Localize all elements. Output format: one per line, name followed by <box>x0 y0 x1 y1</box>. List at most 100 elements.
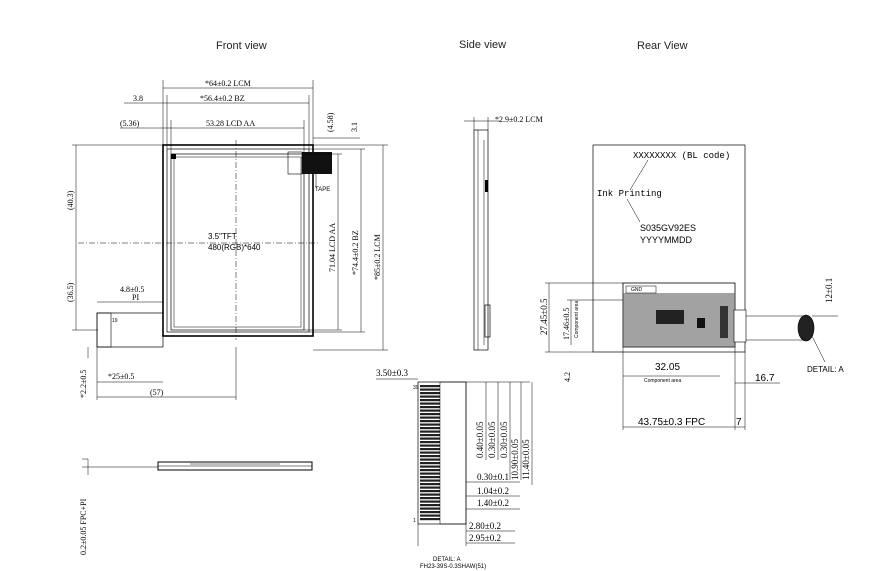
bezel-width-dim: *56.4±0.2 BZ <box>200 94 245 103</box>
connector-pin <box>420 462 440 465</box>
pi-label: PI <box>132 293 139 302</box>
connector-pin <box>420 413 440 416</box>
connector-pin <box>420 430 440 433</box>
side-thickness-dim: *2.9±0.2 LCM <box>495 115 543 124</box>
connector-pin <box>420 409 440 412</box>
pi-dim: 4.8±0.5 <box>120 285 144 294</box>
connector-pin <box>420 395 440 398</box>
connector-pin <box>420 500 440 503</box>
connector-pin <box>420 514 440 517</box>
tape-label: TAPE <box>315 187 330 193</box>
gnd-label: GND <box>631 287 643 293</box>
dim-167: 16.7 <box>755 373 775 384</box>
detail-a-label: DETAIL: A <box>807 365 844 374</box>
connector-pin <box>420 420 440 423</box>
connector-pin <box>420 406 440 409</box>
side-view-title: Side view <box>459 39 506 51</box>
connector-pin <box>420 472 440 475</box>
connector-pin <box>420 493 440 496</box>
lcm-height-dim: *85±0.2 LCM <box>373 234 382 280</box>
fpc-width-dim: *25±0.5 <box>108 372 134 381</box>
lower-left-dim: (36.5) <box>66 282 75 302</box>
fpc-offset-dim: *2.2±0.5 <box>79 370 88 398</box>
lcm-width-dim: *64±0.2 LCM <box>205 79 251 88</box>
front-view: TAPE 3.5"TFT 480(RGB)*640 *64±0.2 LCM 3.… <box>66 79 388 555</box>
upper-left-dim: (40.3) <box>66 190 75 210</box>
connector-pin <box>420 451 440 454</box>
connector-pin <box>420 434 440 437</box>
connector-pin <box>420 399 440 402</box>
bezel-outline <box>166 148 310 333</box>
connector-pin <box>420 437 440 440</box>
detail-1140: 11.40±0.05 <box>521 439 531 480</box>
connector-pin <box>420 504 440 507</box>
date-label: YYYYMMDD <box>640 235 693 245</box>
comp-height-dim: 27.45±0.5 <box>539 298 549 335</box>
fpc-length-dim: 43.75±0.3 FPC <box>638 417 705 428</box>
connector-pin <box>420 497 440 500</box>
connector-pin <box>420 458 440 461</box>
aa-width-dim: 53.28 LCD AA <box>206 119 255 128</box>
aa-offset-dim: (5.36) <box>120 119 140 128</box>
rear-view-title: Rear View <box>637 40 688 52</box>
bezel-height-dim: *74.4±0.2 BZ <box>351 230 360 275</box>
dim-42: 4.2 <box>563 372 572 382</box>
connector-pin <box>420 490 440 493</box>
connector-pin <box>420 483 440 486</box>
tape-block <box>302 152 332 174</box>
rear-outline <box>592 144 746 353</box>
active-area-outline <box>170 153 305 331</box>
aa-height-dim: 71.04 LCD AA <box>328 223 337 272</box>
connector-pin <box>420 518 440 521</box>
connector-pin <box>420 507 440 510</box>
right-offset-2-dim: 3.1 <box>350 122 359 132</box>
side-outline <box>473 129 489 351</box>
connector-pin <box>420 402 440 405</box>
fpc-tail <box>96 312 164 348</box>
panel-type: 3.5"TFT <box>208 232 237 241</box>
connector-pin <box>420 441 440 444</box>
dim-12: 12±0.1 <box>824 278 834 303</box>
dim-7: 7 <box>736 417 742 428</box>
connector-pins <box>420 385 440 521</box>
connector-pin <box>420 476 440 479</box>
fpc-thickness-dim: 0.2±0.05 FPC+PI <box>79 498 88 555</box>
component-area-label-v: Component area <box>574 301 580 338</box>
detail-030c: 0.30±0.1 <box>477 472 509 482</box>
front-view-title: Front view <box>216 40 267 52</box>
model-label: S035GV92ES <box>640 223 696 233</box>
detail-1090: 10.90±0.05 <box>510 439 520 480</box>
component-area-label-h: Component area <box>644 378 681 384</box>
connector-pin <box>420 423 440 426</box>
connector-pin <box>420 486 440 489</box>
ink-printing-label: Ink Printing <box>597 189 662 199</box>
comp-height2-dim: 17.46±0.5 <box>562 308 571 340</box>
detail-part-number: FH23-39S-0.3SHAW(51) <box>420 564 486 570</box>
detail-104: 1.04±0.2 <box>477 486 509 496</box>
detail-caption: DETAIL: A <box>433 557 461 563</box>
lcm-outline <box>162 144 314 337</box>
pin-number: 19 <box>112 318 118 324</box>
detail-pin1: 1 <box>413 518 416 524</box>
bl-code-label: XXXXXXXX (BL code) <box>633 151 730 161</box>
fpc-pos-dim: (57) <box>150 388 164 397</box>
detail-280: 2.80±0.2 <box>469 521 501 531</box>
detail-295: 2.95±0.2 <box>469 533 501 543</box>
side-view: *2.9±0.2 LCM <box>464 115 543 351</box>
connector-pin <box>420 385 440 388</box>
detail-030a: 0.30±0.05 <box>487 421 497 458</box>
detail-140: 1.40±0.2 <box>477 498 509 508</box>
dim-3205: 32.05 <box>655 362 680 373</box>
panel-resolution: 480(RGB)*640 <box>208 243 261 252</box>
connector-pin <box>420 511 440 514</box>
connector-pin <box>420 416 440 419</box>
connector-pin <box>420 388 440 391</box>
rear-view: XXXXXXXX (BL code) Ink Printing S035GV92… <box>539 144 844 430</box>
detail-030b: 0.30±0.05 <box>499 421 509 458</box>
detail-040: 0.40±0.05 <box>475 421 485 458</box>
right-offset-1-dim: (4.58) <box>326 112 335 132</box>
connector-pin <box>420 465 440 468</box>
connector-pin <box>420 427 440 430</box>
connector-pin <box>420 444 440 447</box>
connector-pin <box>420 448 440 451</box>
